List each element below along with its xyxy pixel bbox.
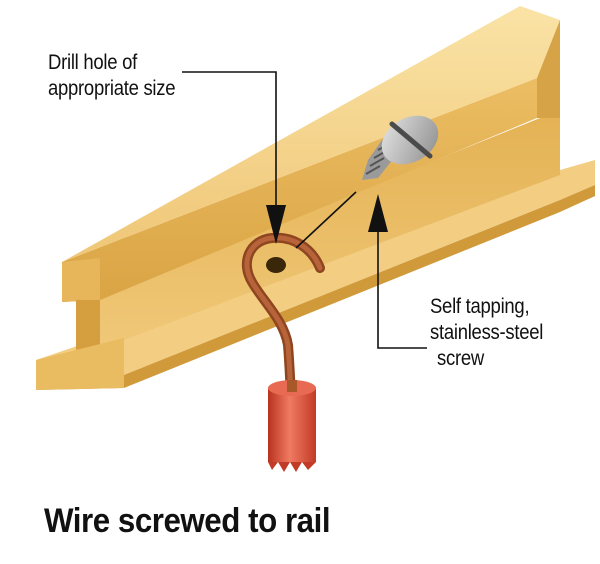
screw-leader-line <box>377 220 427 349</box>
rail-web-end <box>76 300 100 350</box>
drill-hole-label-line1: Drill hole of <box>48 51 138 74</box>
rail-far-end <box>537 20 560 118</box>
screw-to-hole-line <box>295 191 357 249</box>
rail-foot-end <box>36 338 124 390</box>
drill-hole-label-line2: appropriate size <box>48 77 176 100</box>
screw-label-line2: stainless-steel <box>430 321 544 344</box>
screw-label-line3: screw <box>437 347 484 370</box>
wire-core <box>287 380 297 392</box>
wire <box>241 232 325 433</box>
rail-head-end <box>62 258 100 302</box>
screw-label-line1: Self tapping, <box>430 295 530 318</box>
drill-hole-label: Drill hole of appropriate size <box>48 50 176 102</box>
annotation-lines <box>182 71 427 349</box>
diagram-caption: Wire screwed to rail <box>44 502 331 540</box>
wire-insulation <box>268 380 316 472</box>
screw-arrow <box>368 194 388 232</box>
rail-head-top <box>62 6 560 262</box>
rail-web <box>88 110 560 352</box>
drill-leader-line <box>182 71 277 218</box>
screw-slot <box>389 121 433 159</box>
drill-hole <box>266 257 286 273</box>
screw <box>362 115 439 180</box>
drill-arrow <box>266 205 286 244</box>
screw-label: Self tapping, stainless-steel screw <box>430 294 543 372</box>
